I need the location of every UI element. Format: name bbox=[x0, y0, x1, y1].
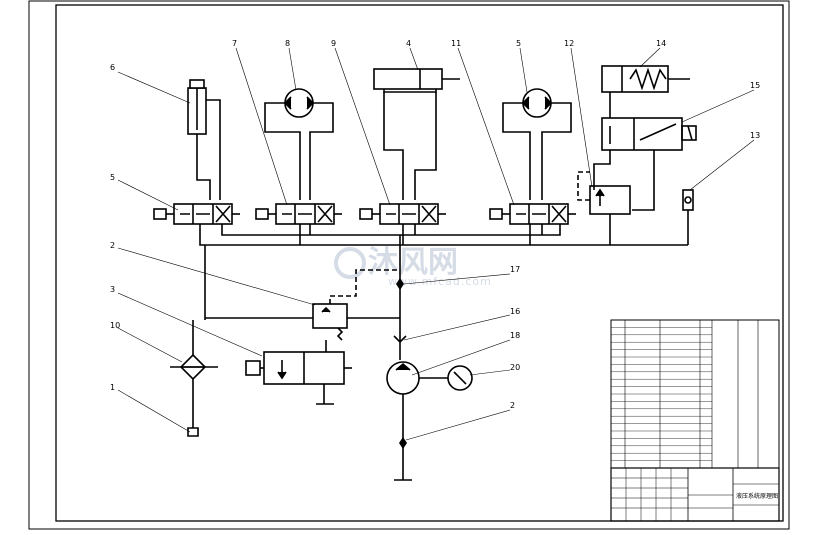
label-12: 12 bbox=[564, 39, 574, 48]
label-2b: 2 bbox=[510, 401, 515, 410]
hydraulic-motor-5 bbox=[502, 88, 572, 200]
label-18: 18 bbox=[510, 331, 520, 340]
directional-valve-11 bbox=[489, 203, 576, 225]
label-4: 4 bbox=[406, 39, 411, 48]
label-7: 7 bbox=[232, 39, 237, 48]
hydraulic-motor-8 bbox=[264, 88, 334, 200]
leader-lines bbox=[117, 47, 755, 441]
inner-frame bbox=[55, 4, 784, 522]
label-13: 13 bbox=[750, 131, 760, 140]
title-block bbox=[610, 467, 780, 522]
check-valve-13 bbox=[682, 189, 694, 245]
pressure-valve-12 bbox=[577, 171, 631, 245]
label-17: 17 bbox=[510, 265, 520, 274]
label-9: 9 bbox=[331, 39, 336, 48]
label-14: 14 bbox=[656, 39, 666, 48]
drawing-title: 液压系统原理图 bbox=[736, 492, 778, 500]
directional-valve-9 bbox=[359, 203, 446, 225]
solenoid-valve-15 bbox=[593, 92, 697, 211]
label-15: 15 bbox=[750, 81, 760, 90]
part-labels: 6 7 8 9 4 11 5 12 14 15 13 5 2 3 10 1 17… bbox=[110, 39, 760, 410]
label-1: 1 bbox=[110, 383, 115, 392]
directional-valve-3 bbox=[153, 203, 240, 225]
parts-list-table bbox=[610, 319, 780, 469]
spring-actuator-14 bbox=[601, 65, 690, 93]
label-2: 2 bbox=[110, 241, 115, 250]
label-11: 11 bbox=[451, 39, 461, 48]
label-5: 5 bbox=[516, 39, 521, 48]
label-10: 10 bbox=[110, 321, 120, 330]
directional-valve-7 bbox=[255, 203, 342, 225]
watermark: 沐风网 www.mfcad.com bbox=[334, 245, 491, 288]
label-16: 16 bbox=[510, 307, 520, 316]
watermark-brand: 沐风网 bbox=[368, 245, 458, 280]
filter-10 bbox=[170, 320, 218, 437]
solenoid-valve-3b bbox=[245, 340, 352, 405]
label-6: 6 bbox=[110, 63, 115, 72]
junction-points bbox=[396, 278, 407, 449]
cylinder-4 bbox=[373, 68, 460, 200]
label-8: 8 bbox=[285, 39, 290, 48]
label-20: 20 bbox=[510, 363, 520, 372]
outer-frame bbox=[28, 0, 790, 530]
cylinder-6 bbox=[187, 79, 221, 200]
label-3: 3 bbox=[110, 285, 115, 294]
supply-manifold bbox=[199, 224, 688, 330]
label-5b: 5 bbox=[110, 173, 115, 182]
main-pump-19 bbox=[386, 330, 473, 481]
relief-valve-2 bbox=[205, 269, 400, 341]
